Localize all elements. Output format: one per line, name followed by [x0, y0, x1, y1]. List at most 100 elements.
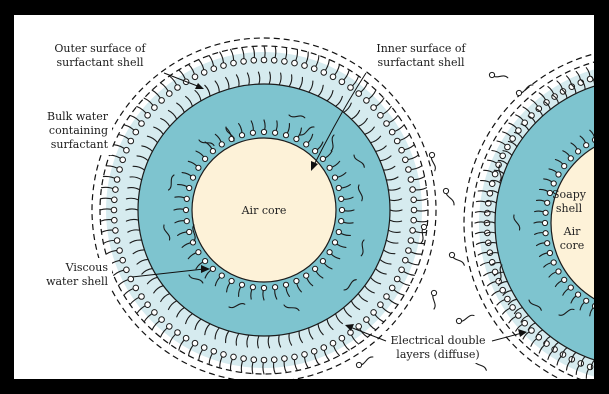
surfactant-head	[492, 171, 498, 177]
bulk-water-label-line1: Bulk water	[47, 110, 109, 123]
surfactant-head	[152, 105, 158, 111]
surfactant-head	[327, 165, 332, 170]
surfactant-head	[261, 285, 266, 290]
surfactant-head	[332, 175, 337, 180]
surfactant-head	[543, 210, 548, 215]
surfactant-head	[114, 238, 120, 244]
surfactant-head	[364, 98, 370, 104]
free-surfactant-head	[431, 290, 436, 295]
surfactant-head	[545, 241, 550, 246]
surfactant-head	[219, 142, 224, 147]
surfactant-head	[584, 143, 589, 148]
surfactant-head	[500, 287, 506, 293]
double-layers-label-line1: Electrical double	[391, 334, 486, 347]
surfactant-head	[112, 197, 118, 203]
viscous-shell-label-line1: Viscous	[65, 261, 109, 274]
surfactant-head	[496, 162, 502, 168]
surfactant-head	[210, 266, 215, 271]
surfactant-head	[411, 217, 417, 223]
surfactant-head	[196, 250, 201, 255]
surfactant-head	[568, 285, 573, 290]
surfactant-head	[320, 156, 325, 161]
surfactant-head	[378, 302, 384, 308]
surfactant-head	[545, 200, 550, 205]
surfactant-head	[211, 349, 217, 355]
surfactant-head	[219, 273, 224, 278]
surfactant-head	[231, 60, 237, 66]
surfactant-head	[196, 165, 201, 170]
surfactant-head	[283, 133, 288, 138]
soapy-shell-label-line1: Soapy	[552, 188, 587, 201]
surfactant-head	[294, 136, 299, 141]
surfactant-head	[117, 248, 123, 254]
surfactant-head	[139, 121, 145, 127]
surfactant-head	[221, 352, 227, 358]
surfactant-head	[273, 130, 278, 135]
right-air-core-label-line2: core	[560, 239, 585, 252]
soapy-shell-label-line2: shell	[556, 202, 583, 215]
surfactant-head	[133, 285, 139, 291]
surfactant-head	[551, 260, 556, 265]
surfactant-head	[389, 129, 395, 135]
surfactant-head	[124, 267, 130, 273]
surfactant-head	[117, 167, 123, 173]
surfactant-head	[406, 248, 412, 254]
surfactant-head	[261, 129, 266, 134]
surfactant-head	[410, 187, 416, 193]
outer-surface-label-line1: Outer surface of	[54, 42, 146, 55]
surfactant-head	[487, 191, 493, 197]
surfactant-head	[183, 335, 189, 341]
label-bulk-water: Bulk water containing surfactant	[32, 109, 112, 155]
surfactant-head	[241, 356, 247, 362]
surfactant-head	[576, 149, 581, 154]
surfactant-head	[192, 74, 198, 80]
surfactant-head	[111, 207, 117, 213]
surfactant-head	[183, 207, 188, 212]
surfactant-head	[239, 282, 244, 287]
surfactant-head	[356, 91, 362, 97]
surfactant-head	[321, 70, 327, 76]
surfactant-head	[584, 298, 589, 303]
free-surfactant-head	[429, 152, 434, 157]
right-air-core-label-line1: Air	[563, 225, 581, 238]
surfactant-head	[529, 328, 535, 334]
surfactant-head	[399, 267, 405, 273]
surfactant-head	[221, 63, 227, 69]
surfactant-head	[339, 207, 344, 212]
surfactant-head	[302, 352, 308, 358]
air-core-label: Air core	[241, 204, 287, 217]
right-bubble: Soapy shell Air core	[464, 48, 594, 379]
surfactant-head	[348, 330, 354, 336]
surfactant-head	[389, 285, 395, 291]
surfactant-head	[339, 79, 345, 85]
surfactant-head	[304, 273, 309, 278]
surfactant-head	[551, 181, 556, 186]
surfactant-head	[190, 175, 195, 180]
surfactant-head	[292, 354, 298, 360]
surfactant-head	[159, 317, 165, 323]
surfactant-head	[406, 167, 412, 173]
surfactant-head	[201, 70, 207, 76]
surfactant-head	[339, 196, 344, 201]
surfactant-head	[251, 357, 257, 363]
surfactant-head	[145, 302, 151, 308]
surfactant-head	[120, 257, 126, 263]
surfactant-head	[203, 259, 208, 264]
surfactant-head	[187, 229, 192, 234]
surfactant-head	[311, 349, 317, 355]
surfactant-head	[175, 85, 181, 91]
surfactant-head	[489, 181, 495, 187]
surfactant-head	[159, 98, 165, 104]
surfactant-head	[516, 128, 522, 134]
surfactant-head	[384, 294, 390, 300]
surfactant-head	[500, 153, 506, 159]
surfactant-head	[313, 266, 318, 271]
surfactant-head	[239, 133, 244, 138]
surfactant-head	[399, 147, 405, 153]
surfactant-head	[505, 296, 511, 302]
surfactant-head	[292, 60, 298, 66]
surfactant-head	[522, 320, 528, 326]
surfactant-head	[378, 113, 384, 119]
surfactant-head	[411, 207, 417, 213]
surfactant-head	[542, 220, 547, 225]
